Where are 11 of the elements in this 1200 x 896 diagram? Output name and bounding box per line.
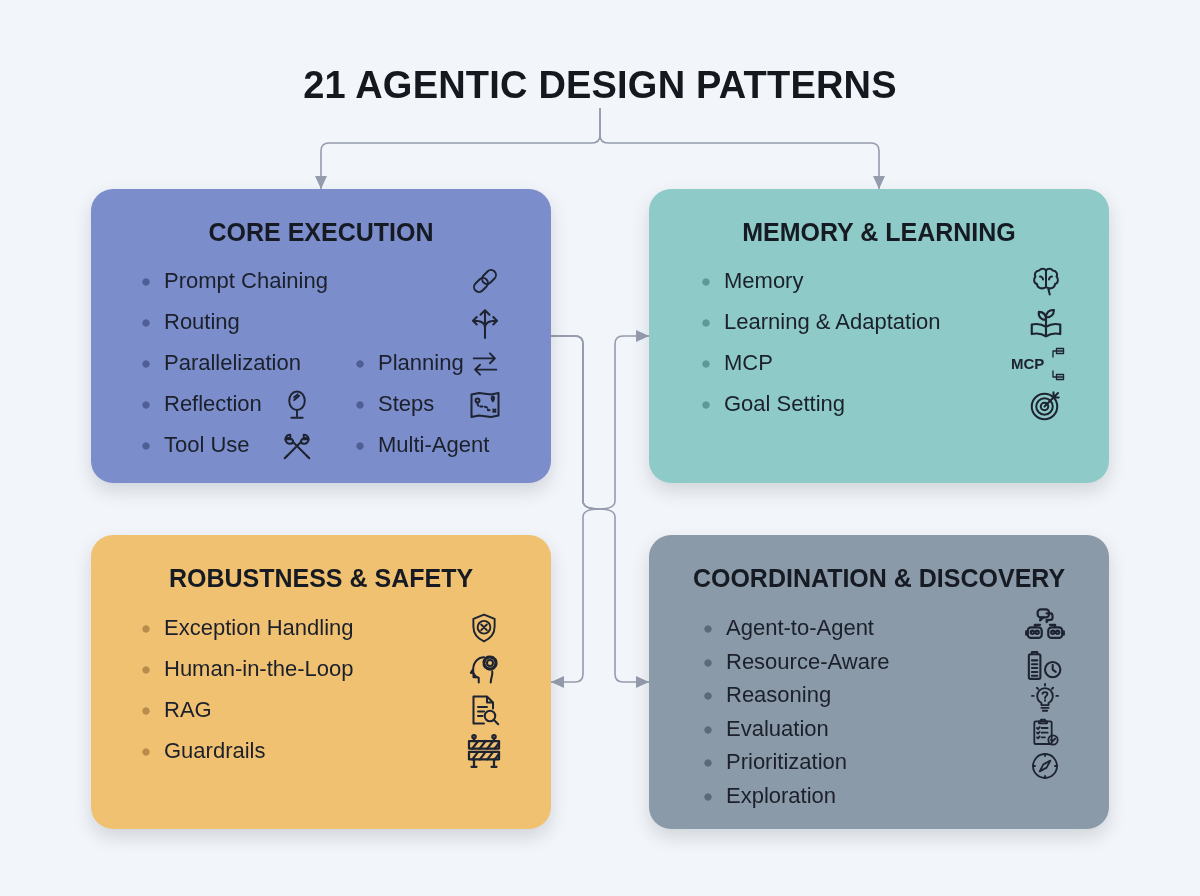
panel-heading: CORE EXECUTION [208, 217, 434, 247]
icon-label: MCP [1011, 355, 1045, 373]
panel-heading: ROBUSTNESS & SAFETY [168, 563, 474, 593]
diagram-title: 21 AGENTIC DESIGN PATTERNS [303, 62, 897, 108]
panel-heading: COORDINATION & DISCOVERY [692, 563, 1066, 593]
category-panel [649, 535, 1109, 829]
category-panel [91, 189, 551, 483]
category-panel [649, 189, 1109, 483]
arrow [599, 107, 885, 190]
category-panel [91, 535, 551, 829]
panel-heading: MEMORY & LEARNING [742, 217, 1016, 247]
